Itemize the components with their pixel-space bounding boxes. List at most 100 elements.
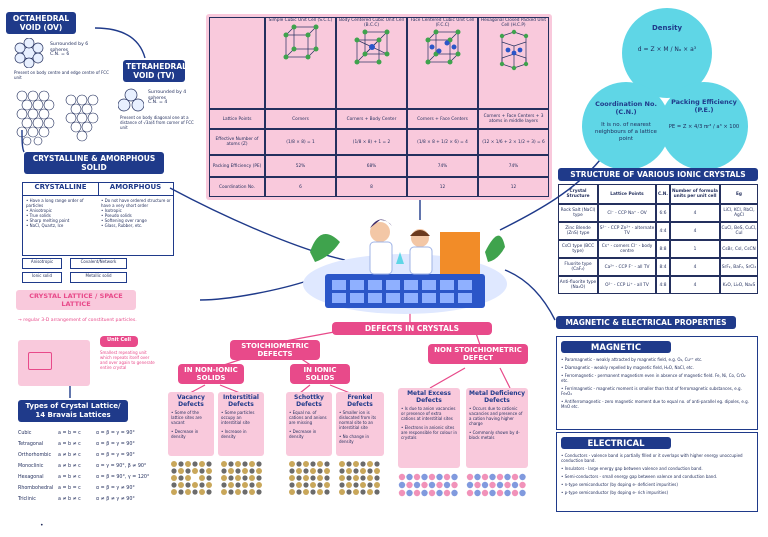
octahedral-void-title: OCTAHEDRAL VOID (OV) — [6, 12, 76, 34]
table-cell: Corners + Face Centers + 3 atoms in midd… — [478, 109, 549, 129]
table-cell: 68% — [336, 155, 407, 177]
bravais-cell: Cubic — [18, 431, 32, 436]
bravais-cell: Orthorhombic — [18, 453, 52, 458]
bravais-cell: Monoclinic — [18, 464, 44, 469]
schottky-card: Schottky Defects • Equal no. of cations … — [286, 392, 332, 456]
table-cell: (12 × 1/6 + 2 × 1/2 + 3) = 6 — [478, 129, 549, 155]
packing-title: Packing Efficiency (P.E.) — [671, 98, 737, 114]
ionic-cell: SrF₂, BaF₂, SrCl₂ — [720, 258, 758, 276]
vacancy-title: Vacancy Defects — [177, 394, 205, 408]
crystalline-point: • True solids — [26, 213, 51, 218]
close-packing-image-2 — [62, 92, 104, 142]
fcc-header: Face Centered Cubic Unit Cell (F.C.C) — [407, 17, 478, 109]
nonstoich-branch-lines — [429, 367, 511, 389]
ionic-cell: 4:4 — [656, 222, 670, 240]
table-corner — [209, 17, 265, 109]
defect-lattice-1 — [221, 461, 262, 495]
bravais-cell: Triclinic — [18, 497, 36, 502]
table-cell: Corners + Face Centers — [407, 109, 478, 129]
ionic-cell: K₂O, Li₂O, Na₂S — [720, 276, 758, 294]
bravais-title: Types of Crystal Lattice/ 14 Bravais Lat… — [18, 400, 128, 422]
bravais-cell: α = β = γ ≠ 90° — [96, 486, 135, 491]
ionic-cell: 4 — [670, 222, 720, 240]
interstitial-point: • Some particles occupy an interstitial … — [221, 410, 255, 425]
unit-cell-table-panel: Simple Cubic Unit Cell (S.C.C) Body Cent… — [206, 14, 552, 200]
vacancy-point: • Some of the lattice sites are vacant — [171, 410, 202, 425]
table-cell: 12 — [478, 177, 549, 197]
center-to-magnetic-line — [504, 269, 556, 321]
unit-cell-table: Simple Cubic Unit Cell (S.C.C) Body Cent… — [209, 17, 549, 197]
non-ionic-solids-title: IN NON-IONIC SOLIDS — [178, 364, 244, 384]
ionic-cell: 6:6 — [656, 204, 670, 222]
magnetic-point: • Ferrimagnetic - magnetic moment is sma… — [561, 386, 742, 396]
magnetic-point: • Diamagnetic - weakly repelled by magne… — [561, 365, 694, 370]
frenkel-card: Frenkel Defects • Smaller ion is disloca… — [336, 392, 384, 456]
metal-deficiency-title: Metal Deficiency Defects — [468, 390, 526, 404]
ionic-header: Crystal Structure — [558, 184, 598, 204]
tag-anisotropic: Anisotropic — [22, 258, 62, 269]
bravais-cell: a = b ≠ c — [58, 442, 81, 447]
table-cell: (1/8 × 8) + 1 = 2 — [336, 129, 407, 155]
vacancy-card: Vacancy Defects • Some of the lattice si… — [168, 392, 214, 456]
bravais-cell: a ≠ b ≠ c — [58, 497, 81, 502]
ionic-structures-title: STRUCTURE OF VARIOUS IONIC CRYSTALS — [558, 168, 758, 181]
ionic-cell: O²⁻ - CCP Li⁺ - all TV — [598, 276, 656, 294]
crystalline-amorphous-title: CRYSTALLINE & AMORPHOUS SOLID — [24, 152, 164, 174]
ionic-cell: Rock Salt (NaCl) type — [558, 204, 598, 222]
crystalline-point: • Have a long range order of particles — [26, 198, 84, 208]
tetrahedral-desc3: Present on body diagonal one at a distan… — [120, 115, 194, 130]
ionic-cell: 8:8 — [656, 240, 670, 258]
crystalline-point: • Anisotropic — [26, 208, 52, 213]
metal-excess-card: Metal Excess Defects • Is due to anion v… — [398, 388, 460, 468]
frenkel-title: Frenkel Defects — [347, 394, 373, 408]
table-cell: Corners — [265, 109, 336, 129]
tetrahedral-desc1: Surrounded by 4 spheres — [148, 90, 187, 101]
table-cell: 52% — [265, 155, 336, 177]
close-packing-image-1 — [12, 88, 60, 146]
amorphous-point: • Do not have ordered structure or have … — [101, 198, 171, 208]
defect-lattice-3 — [339, 461, 380, 495]
bravais-cell: α = γ = 90°, β ≠ 90° — [96, 464, 147, 469]
solids-to-center-line — [169, 187, 346, 261]
frenkel-point: • No change in density — [339, 434, 369, 444]
ionic-header: Number of formula units per unit cell — [670, 184, 720, 204]
interstitial-title: Interstitial Defects — [223, 394, 259, 408]
tetrahedral-void-diagram — [117, 88, 145, 112]
ionic-header: Lattice Points — [598, 184, 656, 204]
bravais-cell: α = β = γ = 90° — [96, 453, 135, 458]
crystal-lattice-title-box: CRYSTAL LATTICE / SPACE LATTICE — [16, 290, 136, 310]
ionic-cell: Cs⁺ - corners Cl⁻ - body centre — [598, 240, 656, 258]
octahedral-desc3: Present on body centre and edge centre o… — [14, 70, 109, 80]
ionic-cell: 4 — [670, 258, 720, 276]
ionic-cell: 8:4 — [656, 258, 670, 276]
metal-excess-point: • Is due to anion vacancies or presence … — [401, 406, 456, 421]
ionic-cell: Cl⁻ - CCP Na⁺ - OV — [598, 204, 656, 222]
ionic-cell: 4 — [670, 276, 720, 294]
table-cell: 8 — [336, 177, 407, 197]
packing-circle: Packing Efficiency (P.E.) PE = Z × 4/3 π… — [660, 82, 748, 170]
lattice-to-center-line — [199, 279, 311, 301]
row-label: Packing Efficiency (PE) — [209, 155, 265, 177]
crystal-lattice-title: CRYSTAL LATTICE / SPACE LATTICE — [29, 292, 123, 308]
scc-header: Simple Cubic Unit Cell (S.C.C) — [265, 17, 336, 109]
magnetic-point: • Ferromagnetic - permanent magnetism ev… — [561, 373, 746, 383]
bravais-cell: a = b = c — [58, 486, 81, 491]
defect-lattice-0 — [171, 461, 212, 495]
ionic-cell: 4:8 — [656, 276, 670, 294]
magnetic-electrical-title: MAGNETIC & ELECTRICAL PROPERTIES — [556, 316, 736, 329]
table-cell: (1/8 × 8 + 1/2 × 6) = 4 — [407, 129, 478, 155]
ionic-cell: Anti-fluorite type (Na₂O) — [558, 276, 598, 294]
tetrahedral-void-title: TETRAHEDRAL VOID (TV) — [123, 60, 187, 82]
unit-cell-image-box — [18, 340, 90, 386]
voids-to-solids-line — [21, 129, 25, 153]
ionic-cell: Fluorite type (CaF₂) — [558, 258, 598, 276]
bravais-cell: Tetragonal — [18, 442, 44, 447]
magnetic-point: • Paramagnetic - weakly attracted by mag… — [561, 357, 703, 362]
bravais-cell: α = β = 90°, γ = 120° — [96, 475, 150, 480]
electrical-list: • Conductors - valence band is partially… — [561, 453, 753, 498]
amorphous-point: • Softening over range — [101, 218, 147, 223]
